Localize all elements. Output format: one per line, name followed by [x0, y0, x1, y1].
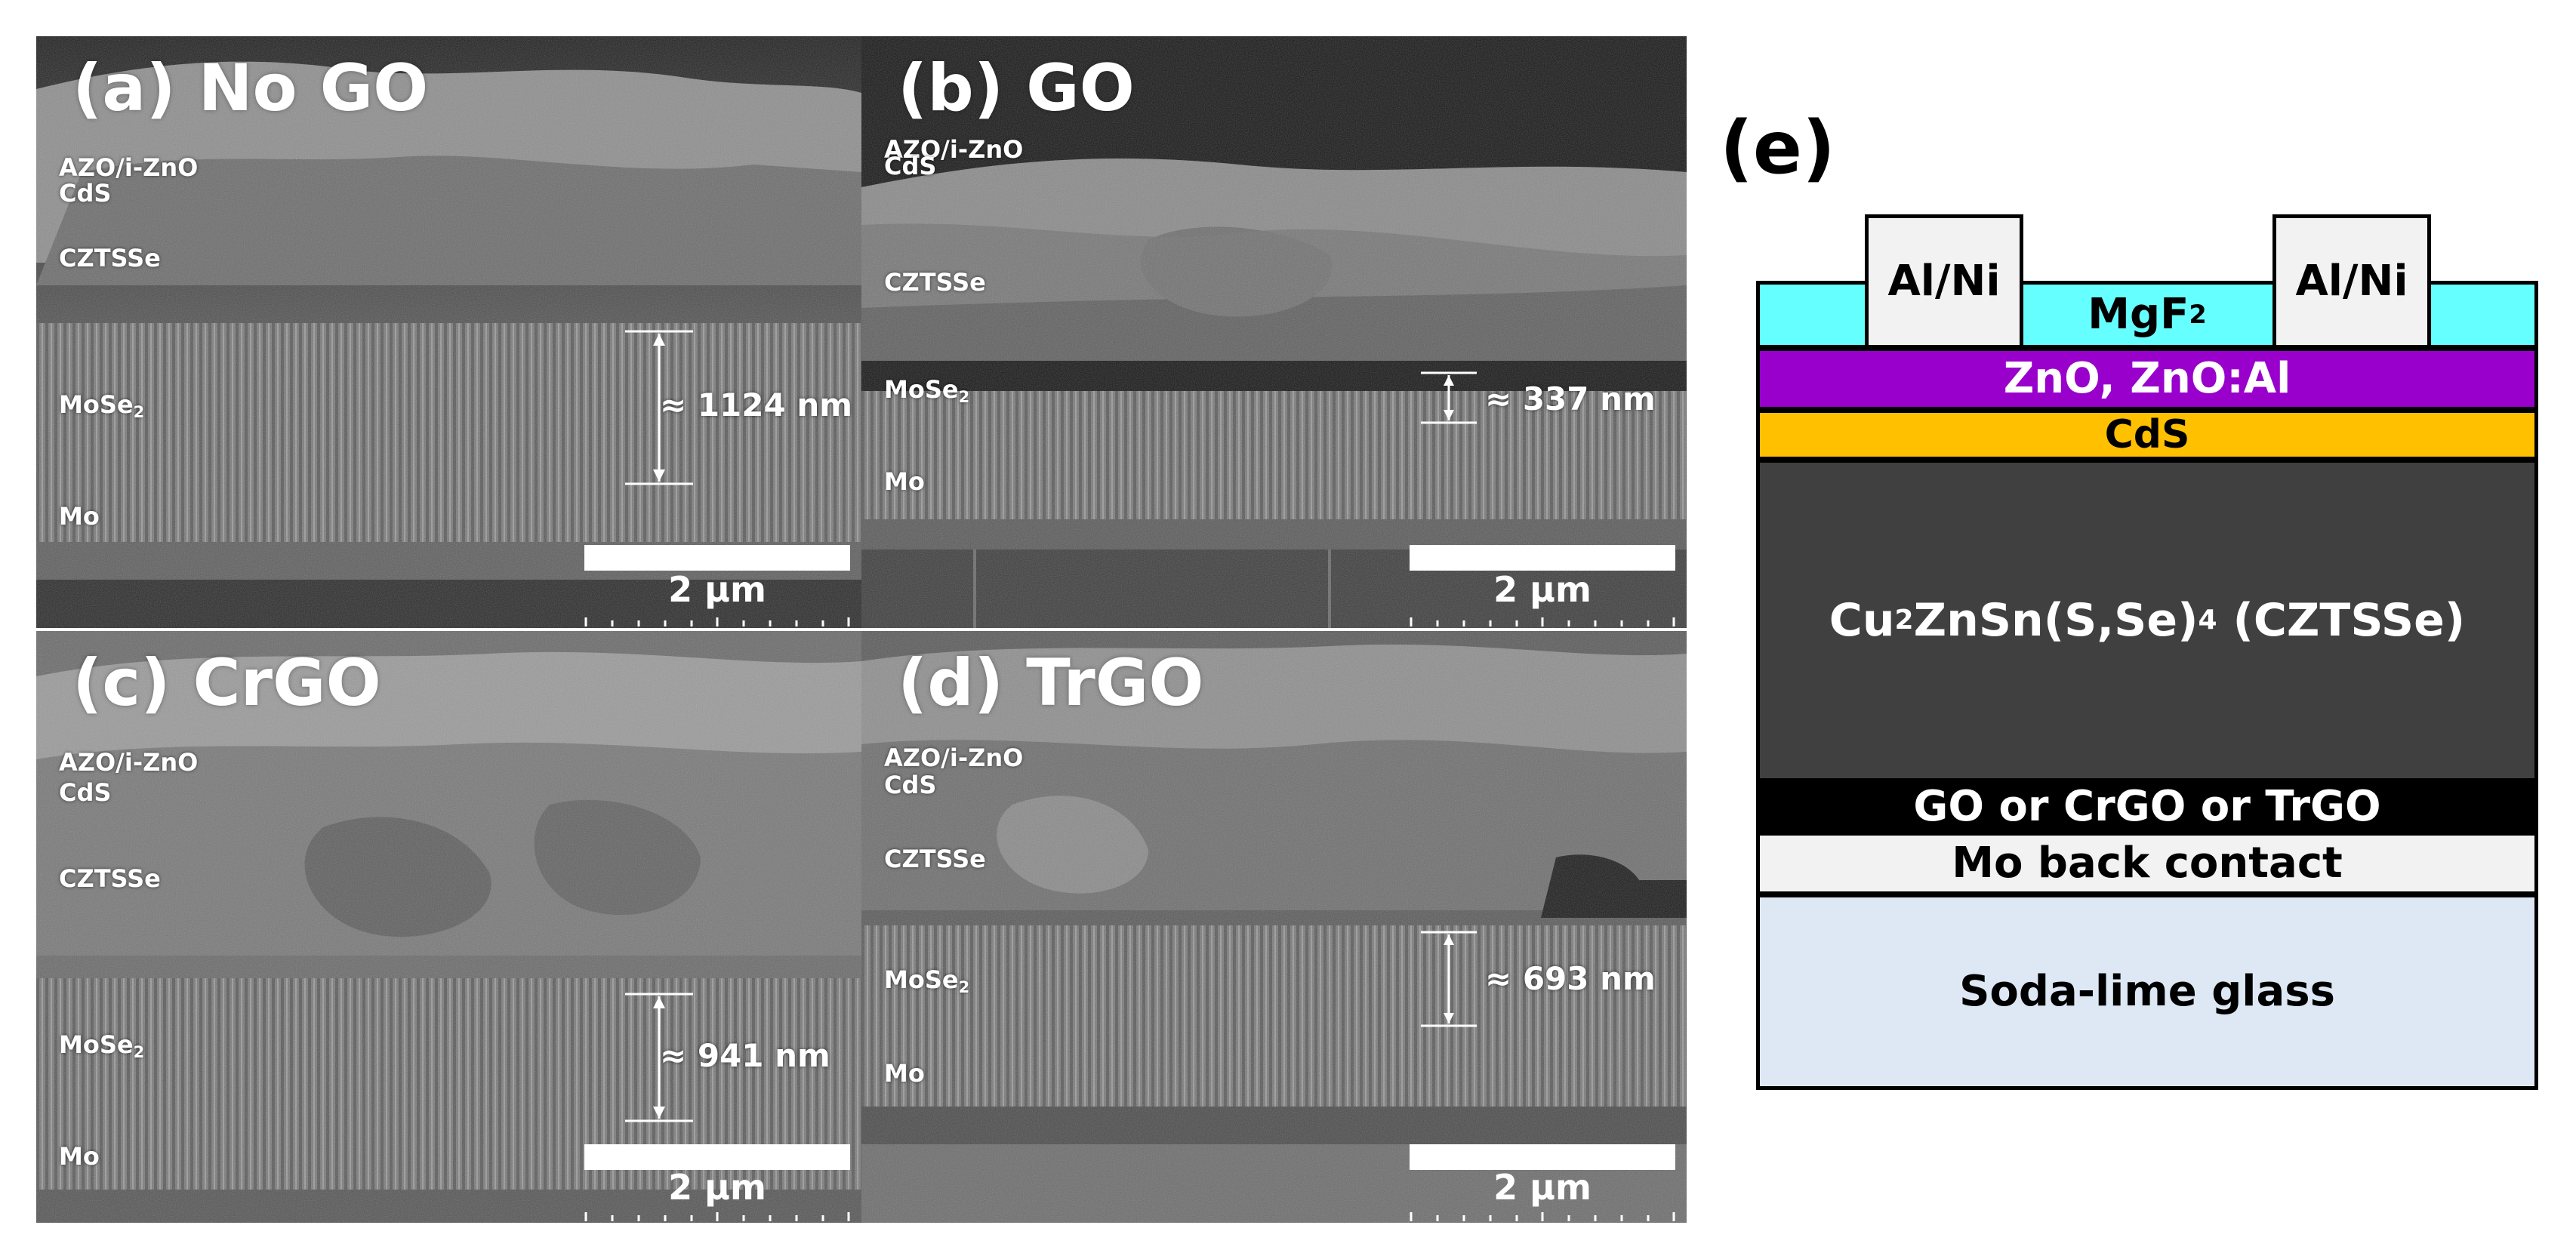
label-azo: AZO/i-ZnO: [59, 153, 199, 182]
label-mose2-text: MoSe: [884, 965, 959, 994]
label-mose2-text: MoSe: [59, 1030, 134, 1059]
label-mose2: MoSe2: [59, 1030, 144, 1060]
thickness-label: ≈ 941 nm: [660, 1037, 830, 1074]
panel-d-title: (d) TrGO: [898, 645, 1204, 721]
sem-image-d: [861, 631, 1687, 1223]
label-cds: CdS: [884, 771, 937, 799]
thickness-label: ≈ 1124 nm: [660, 386, 852, 423]
sem-panel-b: (b) GO AZO/i-ZnO CdS CZTSSe MoSe2 Mo ≈ 3…: [861, 36, 1687, 628]
label-azo: AZO/i-ZnO: [59, 748, 199, 777]
scale-ticks: [584, 617, 850, 626]
scale-bar: [584, 545, 850, 571]
scale-bar: [584, 1144, 850, 1170]
label-azo: AZO/i-ZnO: [884, 135, 1024, 164]
absorber-text-c: (CZTSSe): [2217, 594, 2466, 647]
label-cztsse: CZTSSe: [59, 244, 161, 272]
mgf2-text: MgF: [2088, 290, 2189, 339]
zno-layer: ZnO, ZnO:Al: [1756, 347, 2538, 411]
mo-back-contact-layer: Mo back contact: [1756, 832, 2538, 895]
label-mo: Mo: [59, 502, 100, 531]
label-cds: CdS: [59, 179, 112, 208]
scale-bar-label: 2 µm: [668, 569, 766, 610]
label-azo: AZO/i-ZnO: [884, 743, 1024, 772]
subscript: 2: [958, 388, 970, 406]
panel-c-title: (c) CrGO: [72, 645, 381, 721]
cds-layer: CdS: [1756, 409, 2538, 460]
label-mo: Mo: [884, 467, 925, 496]
scale-bar-label: 2 µm: [668, 1167, 766, 1208]
thickness-arrow: [625, 993, 693, 1122]
label-mose2: MoSe2: [59, 390, 144, 420]
label-mo: Mo: [59, 1142, 100, 1171]
absorber-text-a: Cu: [1829, 594, 1895, 647]
label-mose2: MoSe2: [884, 965, 969, 996]
subscript: 2: [958, 978, 970, 996]
sem-image-a: [36, 36, 861, 628]
sem-image-c: [36, 631, 861, 1223]
thickness-arrow: [625, 330, 693, 485]
scale-bar-label: 2 µm: [1493, 1167, 1592, 1208]
thickness-label: ≈ 337 nm: [1485, 380, 1656, 417]
label-cztsse: CZTSSe: [884, 268, 986, 297]
scale-bar: [1410, 545, 1675, 571]
contact-right: Al/Ni: [2272, 214, 2431, 349]
scale-ticks: [584, 1212, 850, 1221]
label-mose2: MoSe2: [884, 375, 969, 405]
panel-a-title: (a) No GO: [72, 51, 429, 126]
glass-substrate-layer: Soda-lime glass: [1756, 894, 2538, 1090]
scale-bar: [1410, 1144, 1675, 1170]
label-cztsse: CZTSSe: [59, 864, 161, 893]
sem-panel-d: (d) TrGO AZO/i-ZnO CdS CZTSSe MoSe2 Mo ≈…: [861, 631, 1687, 1223]
label-cds: CdS: [884, 152, 937, 180]
sem-panel-a: (a) No GO AZO/i-ZnO CdS CZTSSe MoSe2 Mo …: [36, 36, 861, 628]
thickness-arrow: [1421, 931, 1477, 1027]
label-cds: CdS: [59, 778, 112, 807]
scale-ticks: [1410, 617, 1675, 626]
subscript: 2: [133, 1043, 145, 1061]
sem-panel-c: (c) CrGO AZO/i-ZnO CdS CZTSSe MoSe2 Mo ≈…: [36, 631, 861, 1223]
scale-ticks: [1410, 1212, 1675, 1221]
thickness-arrow: [1421, 371, 1477, 424]
panel-e-label: (e): [1720, 106, 1835, 190]
scale-bar-label: 2 µm: [1493, 569, 1592, 610]
label-mo: Mo: [884, 1059, 925, 1088]
subscript: 2: [133, 403, 145, 421]
label-mose2-text: MoSe: [59, 390, 134, 419]
label-cztsse: CZTSSe: [884, 845, 986, 873]
panel-b-title: (b) GO: [898, 51, 1135, 126]
absorber-text-b: ZnSn(S,Se): [1913, 594, 2199, 647]
go-layer: GO or CrGO or TrGO: [1756, 780, 2538, 833]
contact-left: Al/Ni: [1865, 214, 2023, 349]
thickness-label: ≈ 693 nm: [1485, 960, 1656, 997]
label-mose2-text: MoSe: [884, 375, 959, 404]
